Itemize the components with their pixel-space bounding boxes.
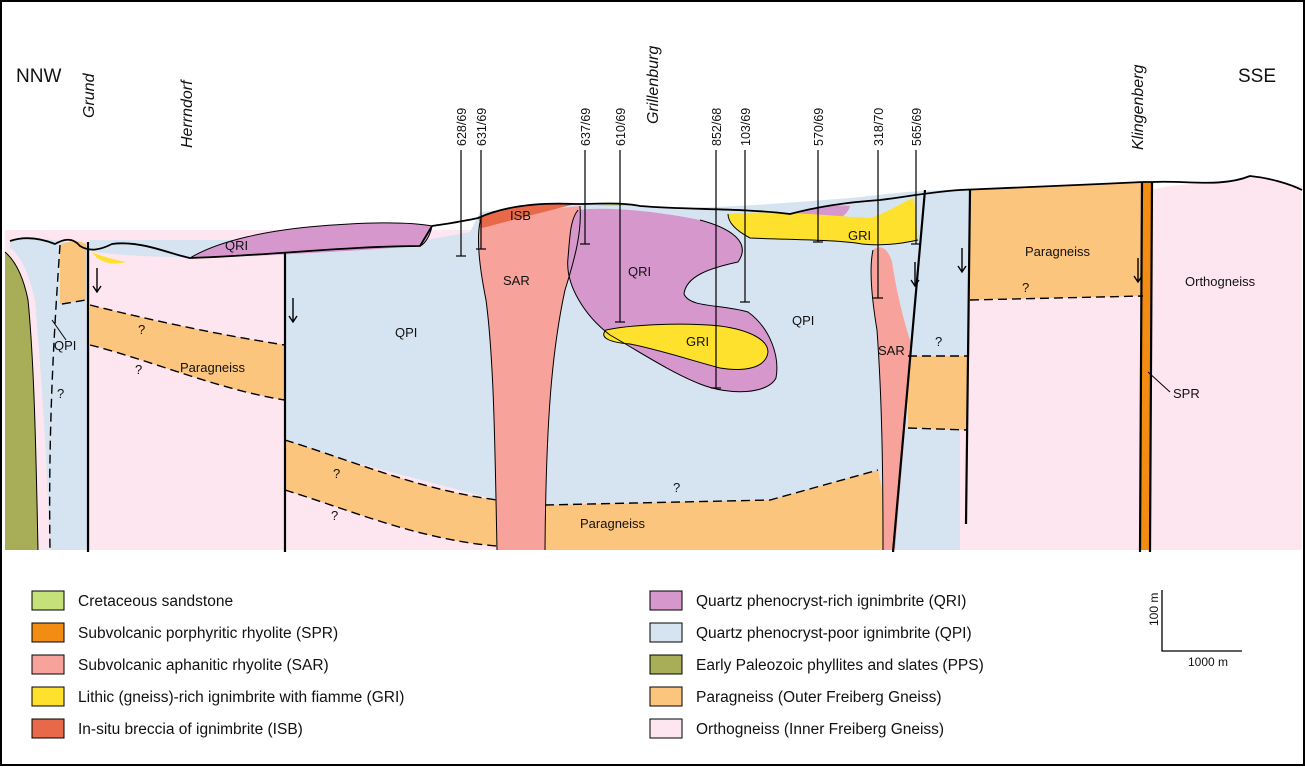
- label-unknown-7: ?: [935, 334, 942, 349]
- label-qri-herrndorf: QRI: [225, 238, 248, 253]
- scale-vertical-label: 100 m: [1147, 593, 1161, 626]
- label-orthogneiss: Orthogneiss: [1185, 274, 1256, 289]
- legend-label: Quartz phenocryst-rich ignimbrite (QRI): [696, 593, 966, 610]
- label-paragneiss-klingenberg: Paragneiss: [1025, 244, 1091, 259]
- legend-item: Subvolcanic porphyritic rhyolite (SPR): [32, 623, 338, 642]
- legend-swatch: [650, 623, 682, 642]
- borehole-label: 628/69: [455, 108, 469, 146]
- legend-label: Subvolcanic aphanitic rhyolite (SAR): [78, 657, 329, 674]
- legend-item: Quartz phenocryst-rich ignimbrite (QRI): [650, 591, 966, 610]
- legend-item: Early Paleozoic phyllites and slates (PP…: [650, 655, 984, 674]
- direction-left: NNW: [16, 66, 61, 87]
- borehole-label: 610/69: [614, 108, 628, 146]
- label-paragneiss-left: Paragneiss: [180, 360, 246, 375]
- place-grund: Grund: [81, 72, 98, 118]
- legend-swatch: [32, 687, 64, 706]
- label-unknown-1: ?: [57, 386, 64, 401]
- section-bottom-cut: [5, 550, 1302, 560]
- label-qpi-grund: QPI: [54, 338, 76, 353]
- legend-label: Early Paleozoic phyllites and slates (PP…: [696, 657, 984, 674]
- legend-label: Quartz phenocryst-poor ignimbrite (QPI): [696, 625, 972, 642]
- label-unknown-2: ?: [138, 322, 145, 337]
- legend-swatch: [32, 623, 64, 642]
- paragneiss-right-block: [908, 356, 968, 430]
- label-isb: ISB: [510, 208, 531, 223]
- borehole-label: 103/69: [739, 108, 753, 146]
- legend-label: Lithic (gneiss)-rich ignimbrite with fia…: [78, 689, 404, 706]
- label-spr: SPR: [1173, 386, 1200, 401]
- direction-right: SSE: [1238, 66, 1276, 87]
- place-klingenberg: Klingenberg: [1130, 65, 1147, 151]
- label-gri-grillenburg: GRI: [686, 334, 709, 349]
- legend-swatch: [650, 719, 682, 738]
- legend-swatch: [32, 591, 64, 610]
- borehole-label: 631/69: [475, 108, 489, 146]
- label-unknown-6: ?: [673, 480, 680, 495]
- label-sar-right: SAR: [878, 343, 905, 358]
- legend-label: Paragneiss (Outer Freiberg Gneiss): [696, 689, 942, 706]
- label-unknown-3: ?: [135, 362, 142, 377]
- legend-swatch: [32, 655, 64, 674]
- borehole-label: 637/69: [579, 108, 593, 146]
- legend-label: Subvolcanic porphyritic rhyolite (SPR): [78, 625, 338, 642]
- place-herrndorf: Herrndorf: [179, 79, 196, 148]
- label-unknown-8: ?: [1022, 280, 1029, 295]
- legend-swatch: [32, 719, 64, 738]
- label-gri-upper: GRI: [848, 228, 871, 243]
- legend-label: Orthogneiss (Inner Freiberg Gneiss): [696, 721, 944, 738]
- borehole-label: 852/68: [710, 108, 724, 146]
- scale-horizontal-label: 1000 m: [1188, 655, 1228, 669]
- legend-swatch: [650, 687, 682, 706]
- qpi-fault-wedge: [910, 188, 970, 356]
- paragneiss-grund: [60, 241, 86, 304]
- borehole-label: 318/70: [872, 108, 886, 146]
- label-qri-grillenburg: QRI: [628, 264, 651, 279]
- label-unknown-4: ?: [333, 466, 340, 481]
- legend-item: Quartz phenocryst-poor ignimbrite (QPI): [650, 623, 972, 642]
- borehole-label: 570/69: [812, 108, 826, 146]
- legend-label: Cretaceous sandstone: [78, 593, 233, 610]
- place-grillenburg: Grillenburg: [645, 46, 662, 124]
- label-qpi-right: QPI: [792, 313, 814, 328]
- label-sar-main: SAR: [503, 273, 530, 288]
- legend-item: Lithic (gneiss)-rich ignimbrite with fia…: [32, 687, 404, 706]
- paragneiss-klingenberg: [970, 182, 1143, 300]
- legend-label: In-situ breccia of ignimbrite (ISB): [78, 721, 303, 738]
- orthogneiss-klingenberg: [1152, 176, 1302, 550]
- legend-swatch: [650, 655, 682, 674]
- label-qpi-main: QPI: [395, 325, 417, 340]
- label-paragneiss-bottom: Paragneiss: [580, 516, 646, 531]
- borehole-label: 565/69: [910, 108, 924, 146]
- legend-item: Cretaceous sandstone: [32, 591, 233, 610]
- legend-swatch: [650, 591, 682, 610]
- label-unknown-5: ?: [331, 508, 338, 523]
